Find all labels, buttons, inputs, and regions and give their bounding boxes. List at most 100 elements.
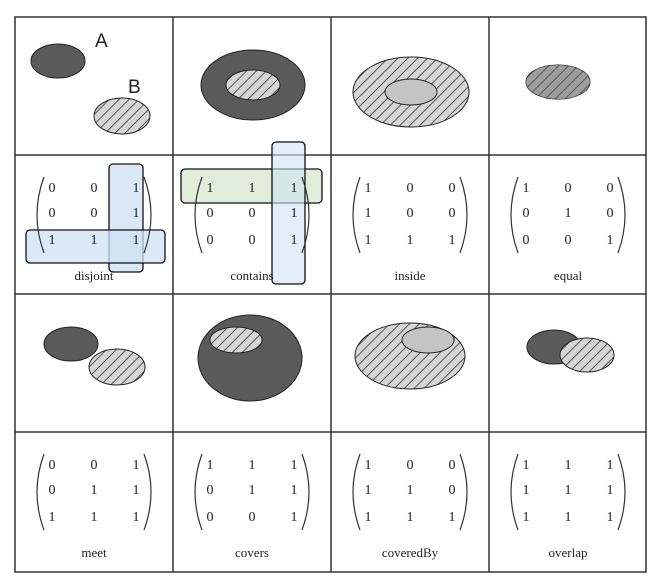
matrix-entry: 0 <box>449 483 456 498</box>
matrix-entry: 1 <box>133 233 140 248</box>
matrix-entry: 0 <box>565 233 572 248</box>
relation-name: covers <box>235 545 269 560</box>
matrix-entry: 1 <box>407 483 414 498</box>
relation-name: inside <box>394 268 425 283</box>
highlight-boxes <box>25 141 323 285</box>
label-b: B <box>128 77 141 98</box>
matrix-entry: 1 <box>523 458 530 473</box>
left-paren <box>36 176 45 254</box>
matrix-entry: 1 <box>449 510 456 525</box>
relation-name: disjoint <box>74 268 113 283</box>
region-b <box>209 326 263 354</box>
left-paren <box>510 453 519 531</box>
matrix-entry: 1 <box>207 458 214 473</box>
left-paren <box>194 176 203 254</box>
right-paren <box>459 176 468 254</box>
right-paren <box>301 453 310 531</box>
matrix-entry: 0 <box>407 181 414 196</box>
matrix-entry: 1 <box>249 483 256 498</box>
grid <box>14 16 647 573</box>
matrix-entry: 0 <box>523 206 530 221</box>
left-paren <box>510 176 519 254</box>
matrix-entry: 0 <box>607 206 614 221</box>
matrix-entry: 0 <box>249 233 256 248</box>
region-a <box>197 314 303 402</box>
matrix-entry: 1 <box>133 483 140 498</box>
matrix-entry: 1 <box>449 233 456 248</box>
matrix-entry: 1 <box>565 206 572 221</box>
matrix-entry: 1 <box>291 181 298 196</box>
matrix-entry: 1 <box>365 206 372 221</box>
shape-contains <box>200 49 306 121</box>
matrix-entry: 0 <box>91 181 98 196</box>
shape-meet <box>43 326 146 386</box>
matrix-entry: 0 <box>91 206 98 221</box>
matrix-entry: 0 <box>449 206 456 221</box>
matrix-entry: 0 <box>607 181 614 196</box>
shape-coveredby <box>354 322 466 390</box>
shape-equal <box>525 64 591 100</box>
matrix-entry: 1 <box>91 510 98 525</box>
matrix-entry: 0 <box>449 458 456 473</box>
matrix-entry: 0 <box>49 483 56 498</box>
matrix-entry: 1 <box>91 483 98 498</box>
right-paren <box>143 453 152 531</box>
matrix-entry: 0 <box>207 206 214 221</box>
matrix-entry: 0 <box>207 510 214 525</box>
relation-name: contains <box>230 268 273 283</box>
relation-name: meet <box>81 545 107 560</box>
matrix-entry: 1 <box>565 510 572 525</box>
matrix-entry: 1 <box>133 510 140 525</box>
matrix-entry: 0 <box>49 458 56 473</box>
matrix-entry: 1 <box>607 458 614 473</box>
region-a <box>401 326 455 354</box>
matrix-entry: 1 <box>49 233 56 248</box>
matrix-entry: 1 <box>565 483 572 498</box>
disjoint-row-highlight <box>25 229 166 264</box>
matrix-entry: 1 <box>365 181 372 196</box>
relation-name: overlap <box>549 545 588 560</box>
matrix-entry: 1 <box>133 181 140 196</box>
matrix-entry: 1 <box>133 458 140 473</box>
matrix-entry: 1 <box>291 233 298 248</box>
matrix-entry: 0 <box>207 483 214 498</box>
left-paren <box>352 453 361 531</box>
matrix-entry: 0 <box>565 181 572 196</box>
matrix-entry: 1 <box>291 510 298 525</box>
matrix-entry: 1 <box>365 458 372 473</box>
matrix-meet: 0 0 1 0 1 1 1 1 1 meet <box>36 453 152 560</box>
region-b <box>93 97 151 135</box>
matrix-entry: 1 <box>365 483 372 498</box>
matrix-entry: 1 <box>249 181 256 196</box>
matrix-entry: 1 <box>407 233 414 248</box>
region-a <box>384 78 438 106</box>
right-paren <box>617 453 626 531</box>
matrix-entry: 1 <box>249 458 256 473</box>
matrix-entry: 0 <box>91 458 98 473</box>
matrix-entry: 1 <box>291 483 298 498</box>
matrix-entry: 0 <box>249 206 256 221</box>
matrix-entry: 0 <box>49 206 56 221</box>
shape-overlap <box>526 329 615 373</box>
shape-inside <box>352 56 470 128</box>
matrix-entry: 1 <box>91 233 98 248</box>
matrix-entry: 1 <box>291 206 298 221</box>
right-paren <box>301 176 310 254</box>
matrix-entry: 0 <box>207 233 214 248</box>
shape-disjoint: A B <box>30 31 151 135</box>
matrix-entry: 0 <box>49 181 56 196</box>
left-paren <box>352 176 361 254</box>
matrix-entry: 1 <box>49 510 56 525</box>
matrix-entry: 1 <box>565 458 572 473</box>
matrix-entry: 1 <box>523 181 530 196</box>
matrix-entry: 1 <box>607 483 614 498</box>
matrix-entry: 0 <box>523 233 530 248</box>
matrix-entry: 1 <box>133 206 140 221</box>
left-paren <box>194 453 203 531</box>
